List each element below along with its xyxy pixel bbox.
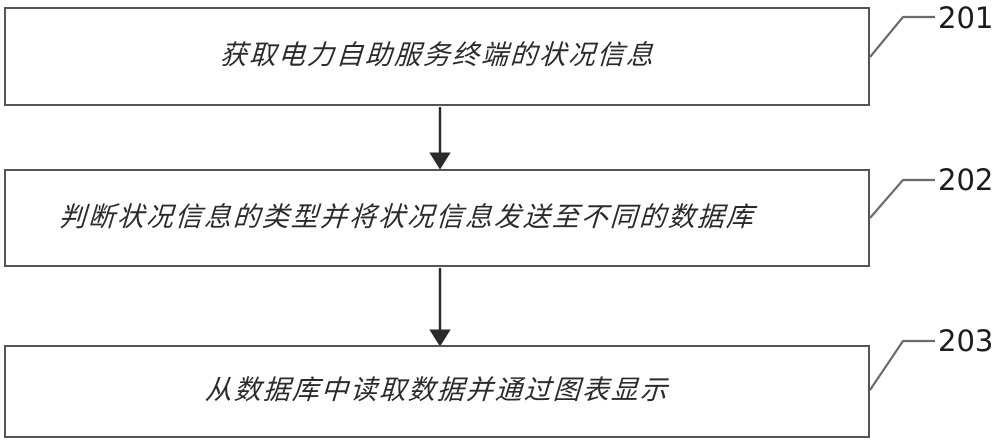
step-box-203: 从数据库中读取数据并通过图表显示	[4, 345, 870, 438]
step-box-202: 判断状况信息的类型并将状况信息发送至不同的数据库	[4, 169, 870, 267]
step-box-201-label: 获取电力自助服务终端的状况信息	[218, 40, 656, 72]
leader-202	[869, 178, 935, 219]
reference-numeral-201: 201	[938, 1, 994, 35]
reference-numeral-203: 203	[938, 324, 994, 358]
step-box-201: 获取电力自助服务终端的状况信息	[4, 7, 870, 106]
leader-201	[869, 15, 935, 58]
reference-numeral-202: 202	[938, 163, 994, 197]
step-box-202-label: 判断状况信息的类型并将状况信息发送至不同的数据库	[58, 201, 756, 233]
step-box-203-label: 从数据库中读取数据并通过图表显示	[204, 375, 670, 407]
leader-203	[869, 339, 935, 391]
